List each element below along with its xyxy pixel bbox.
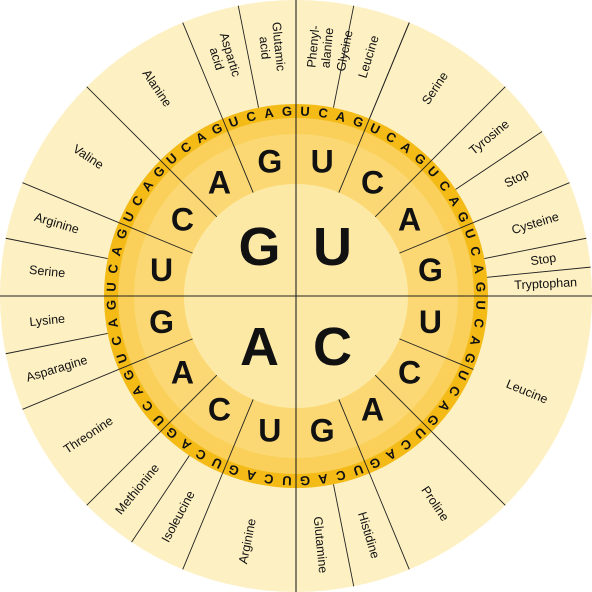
amino-acid-divider [182,22,223,119]
amino-acid-divider [86,86,161,161]
second-base-letter: G [257,144,282,180]
amino-acid-divider [473,182,570,223]
amino-acid-divider [487,266,591,278]
third-base-letter: A [467,335,484,348]
second-base-letter: C [171,201,194,237]
third-base-letter: C [245,108,258,125]
second-base-letter: A [171,355,194,391]
third-base-letter: A [317,471,329,487]
second-base-divider [118,222,193,254]
third-base-letter: C [263,471,275,487]
third-base-letter: G [300,473,311,488]
second-base-divider [338,399,370,474]
second-base-letter: C [361,164,384,200]
amino-acid-divider [455,131,543,190]
third-base-letter: A [335,108,348,125]
amino-acid-label: Glutamine [311,516,330,574]
third-base-letter: C [471,317,487,329]
second-base-divider [374,374,433,433]
second-base-letter: A [361,392,384,428]
amino-acid-label: Serine [29,263,66,280]
first-base-letter: C [313,317,352,377]
first-base-letter: U [313,217,352,277]
amino-acid-divider [369,22,410,119]
first-base-letter: A [240,317,279,377]
amino-acid-divider [131,455,190,543]
third-base-letter: A [108,244,125,257]
third-base-letter: U [282,473,292,488]
amino-acid-divider [333,484,355,587]
second-base-divider [399,222,474,254]
second-base-letter: A [398,201,421,237]
second-base-divider [374,159,433,218]
second-base-letter: G [149,304,174,340]
second-base-letter: U [311,144,334,180]
amino-acid-divider [237,5,259,108]
second-base-dividers [118,118,474,474]
amino-acid-label: Phenyl-alanine [304,25,336,70]
third-base-letter: U [300,104,310,119]
amino-acid-divider [86,431,161,506]
amino-acid-divider [5,237,108,259]
second-base-letter: U [258,412,281,448]
amino-acid-divider [431,86,506,161]
amino-acid-divider [431,431,506,506]
second-base-divider [399,338,474,370]
second-base-divider [159,374,218,433]
third-base-letter: G [473,281,488,292]
third-base-letter: C [108,334,125,347]
second-base-divider [222,118,254,193]
third-base-letter: G [351,113,366,131]
second-base-letter: G [310,412,335,448]
second-base-divider [222,399,254,474]
third-base-letter: G [281,103,292,118]
second-base-letter: G [418,252,443,288]
second-base-letter: U [150,252,173,288]
amino-acid-divider [22,369,119,410]
third-base-letter: U [104,282,119,292]
third-base-letter: A [105,317,121,329]
third-base-letter: C [105,263,121,275]
third-base-letter: A [263,105,275,121]
third-base-letter: A [471,263,487,275]
first-base-letter: G [239,217,281,277]
amino-acid-label: Glutamicacid [255,21,288,73]
second-base-letter: C [398,355,421,391]
second-base-divider [159,159,218,218]
amino-acid-label: Lysine [29,312,66,329]
third-base-letter: A [244,467,257,484]
amino-acid-divider [5,333,108,355]
amino-acid-divider [484,237,587,259]
third-base-letter: C [317,105,329,121]
third-base-letter: G [113,226,131,241]
second-base-letter: U [419,304,442,340]
second-base-divider [338,118,370,193]
amino-acid-label: Stop [530,251,558,269]
third-base-letter: C [467,245,484,258]
third-base-letter: G [226,461,241,479]
second-base-divider [118,338,193,370]
amino-acid-label: Tryptophan [514,275,577,292]
amino-acid-divider [333,5,355,108]
third-base-letter: C [334,467,347,484]
second-base-letter: A [208,164,231,200]
amino-acid-divider [22,182,119,223]
amino-acid-divider [182,473,223,570]
amino-acid-divider [369,473,410,570]
third-base-letter: G [103,300,118,311]
third-base-letter: G [461,351,479,366]
third-base-letter: U [473,300,488,310]
second-base-letter: C [208,392,231,428]
